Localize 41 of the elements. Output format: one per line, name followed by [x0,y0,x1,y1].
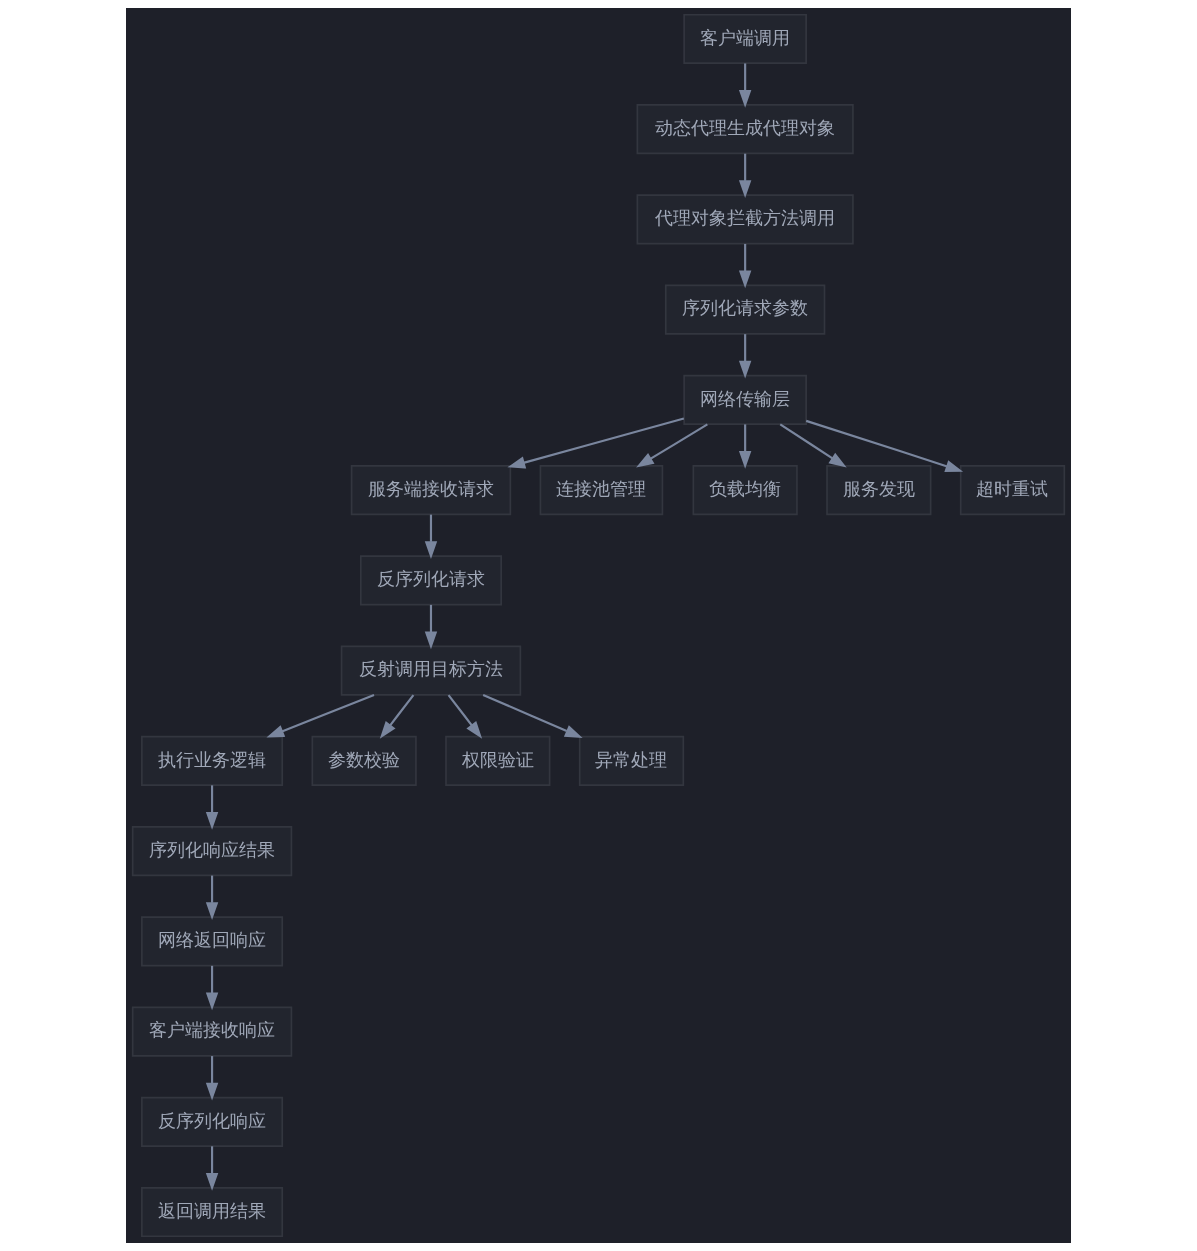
arrow [205,1146,219,1191]
arrow [805,419,964,472]
arrow [738,424,752,469]
arrow [266,693,375,738]
node-box: 反射调用目标方法 [340,645,522,696]
node-box: 服务发现 [826,465,932,516]
node-box: 网络传输层 [683,374,807,425]
node-box: 返回调用结果 [141,1187,284,1238]
arrow [738,153,752,199]
node-box: 动态代理生成代理对象 [636,104,854,155]
node-box: 序列化请求参数 [664,284,826,335]
arrow [482,693,583,738]
node-box: 网络返回响应 [141,916,284,967]
arrow [738,334,752,379]
arrow [424,514,438,559]
node-box: 服务端接收请求 [350,465,512,516]
node-box: 超时重试 [959,465,1066,516]
arrow [507,417,685,469]
arrow [379,694,415,739]
node-box: 执行业务逻辑 [141,735,284,786]
node-box: 参数校验 [311,735,417,786]
arrow [205,875,219,920]
node-box: 权限验证 [445,735,551,786]
node-box: 异常处理 [578,735,685,786]
arrow [738,243,752,289]
arrow [738,63,752,108]
arrow [447,694,483,739]
arrow [205,1056,219,1101]
node-box: 客户端调用 [683,13,807,64]
arrow [636,423,708,468]
arrow [205,965,219,1011]
node-box: 负载均衡 [692,465,798,516]
node-box: 连接池管理 [539,465,664,516]
node-box: 代理对象拦截方法调用 [636,194,854,245]
node-box: 反序列化请求 [359,555,502,606]
node-box: 反序列化响应 [141,1096,284,1147]
node-box: 序列化响应结果 [131,826,293,877]
arrow [779,423,847,468]
arrow [424,604,438,650]
node-box: 客户端接收响应 [131,1006,293,1057]
arrow [205,785,219,830]
